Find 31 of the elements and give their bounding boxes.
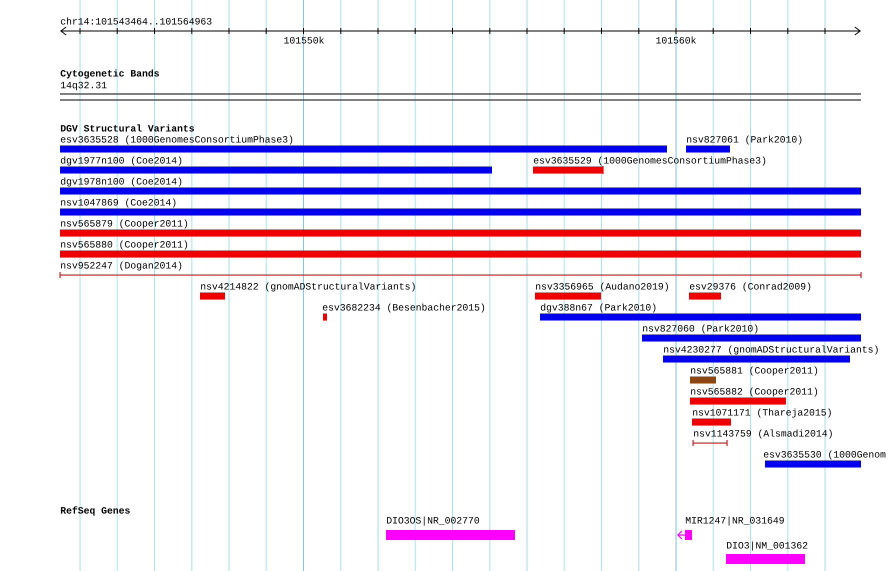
tick-label: 101560k	[656, 36, 696, 44]
feature-label: DIO3OS|NR_002770	[387, 516, 480, 526]
feature-label: nsv565881 (Cooper2011)	[691, 366, 818, 376]
feature-label: nsv1071171 (Thareja2015)	[693, 408, 831, 418]
feature-label: esv29376 (Conrad2009)	[690, 282, 810, 292]
track-title: Cytogenetic Bands	[60, 69, 159, 79]
feature-label: esv3635530 (1000Genom	[764, 450, 886, 460]
track-title: RefSeq Genes	[60, 506, 130, 516]
feature-label: nsv952247 (Dogan2014)	[61, 261, 182, 271]
tick-label: 101550k	[284, 36, 324, 44]
feature-label: dgv388n67 (Park2010)	[540, 303, 656, 313]
feature-label: nsv3356965 (Audano2019)	[536, 282, 668, 292]
locus-label: chr14:101543464..101564963	[60, 17, 212, 25]
feature-label: nsv565880 (Cooper2011)	[61, 240, 188, 250]
feature-label: nsv827061 (Park2010)	[687, 135, 802, 145]
feature-label: esv3635529 (1000GenomesConsortiumPhase3)	[534, 156, 766, 166]
feature-label: nsv4214822 (gnomADStructuralVariants)	[201, 282, 415, 292]
feature-label: nsv827060 (Park2010)	[643, 324, 758, 334]
feature-label: MIR1247|NR_031649	[686, 516, 784, 526]
feature-label: dgv1978n100 (Coe2014)	[60, 177, 182, 187]
feature-label: nsv1143759 (Alsmadi2014)	[694, 429, 832, 439]
feature-label: nsv565879 (Cooper2011)	[61, 219, 188, 229]
feature-label: nsv1047869 (Coe2014)	[61, 198, 176, 208]
track-title: DGV Structural Variants	[60, 124, 194, 132]
feature-label: esv3635528 (1000GenomesConsortiumPhase3)	[60, 135, 292, 145]
feature-label: nsv565882 (Cooper2011)	[691, 387, 818, 397]
feature-label: nsv4230277 (gnomADStructuralVariants)	[664, 345, 878, 355]
feature-label: DIO3|NM_001362	[727, 541, 808, 551]
feature-label: esv3682234 (Besenbacher2015)	[322, 303, 484, 313]
feature-label: dgv1977n100 (Coe2014)	[60, 156, 182, 166]
band-label: 14q32.31	[60, 82, 107, 90]
